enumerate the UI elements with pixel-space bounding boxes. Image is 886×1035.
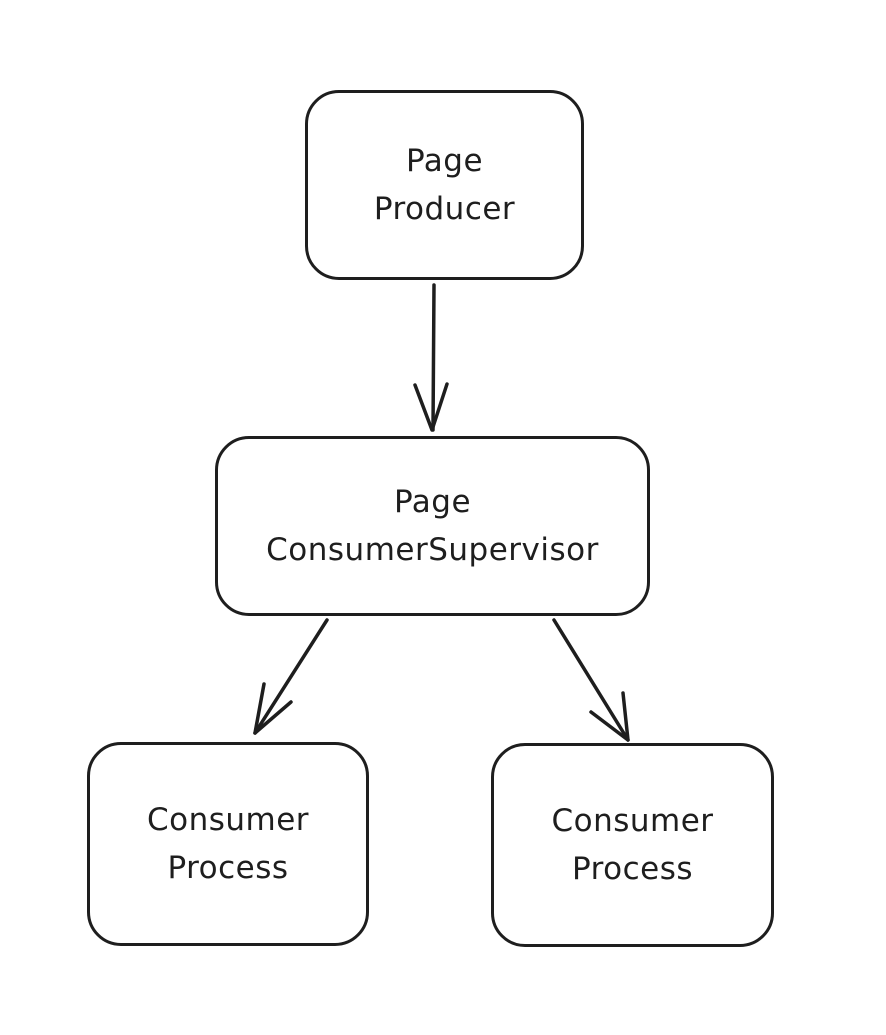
arrowhead-icon xyxy=(253,682,293,735)
node-label-line: Producer xyxy=(373,191,516,227)
edge-producer-to-supervisor xyxy=(413,283,449,432)
arrowhead-icon xyxy=(413,382,449,432)
node-label-line: Page xyxy=(405,143,484,179)
node-consumer-process-1[interactable]: Consumer Process xyxy=(87,742,369,946)
node-label-line: Consumer xyxy=(146,802,310,838)
edge-supervisor-to-consumer-2 xyxy=(552,618,630,742)
node-page-producer[interactable]: Page Producer xyxy=(305,90,584,280)
node-consumer-process-2[interactable]: Consumer Process xyxy=(491,743,774,947)
edge-line xyxy=(253,618,329,735)
node-label-line: Process xyxy=(167,850,289,886)
edge-line xyxy=(552,618,630,742)
node-label-line: Page xyxy=(393,484,472,520)
node-label-line: Process xyxy=(571,851,694,887)
edge-line xyxy=(431,283,436,432)
node-page-consumer-supervisor[interactable]: Page ConsumerSupervisor xyxy=(215,436,650,616)
arrowhead-icon xyxy=(589,691,630,742)
node-label-line: ConsumerSupervisor xyxy=(266,532,599,568)
edge-supervisor-to-consumer-1 xyxy=(253,618,329,735)
node-label-line: Consumer xyxy=(551,803,714,839)
